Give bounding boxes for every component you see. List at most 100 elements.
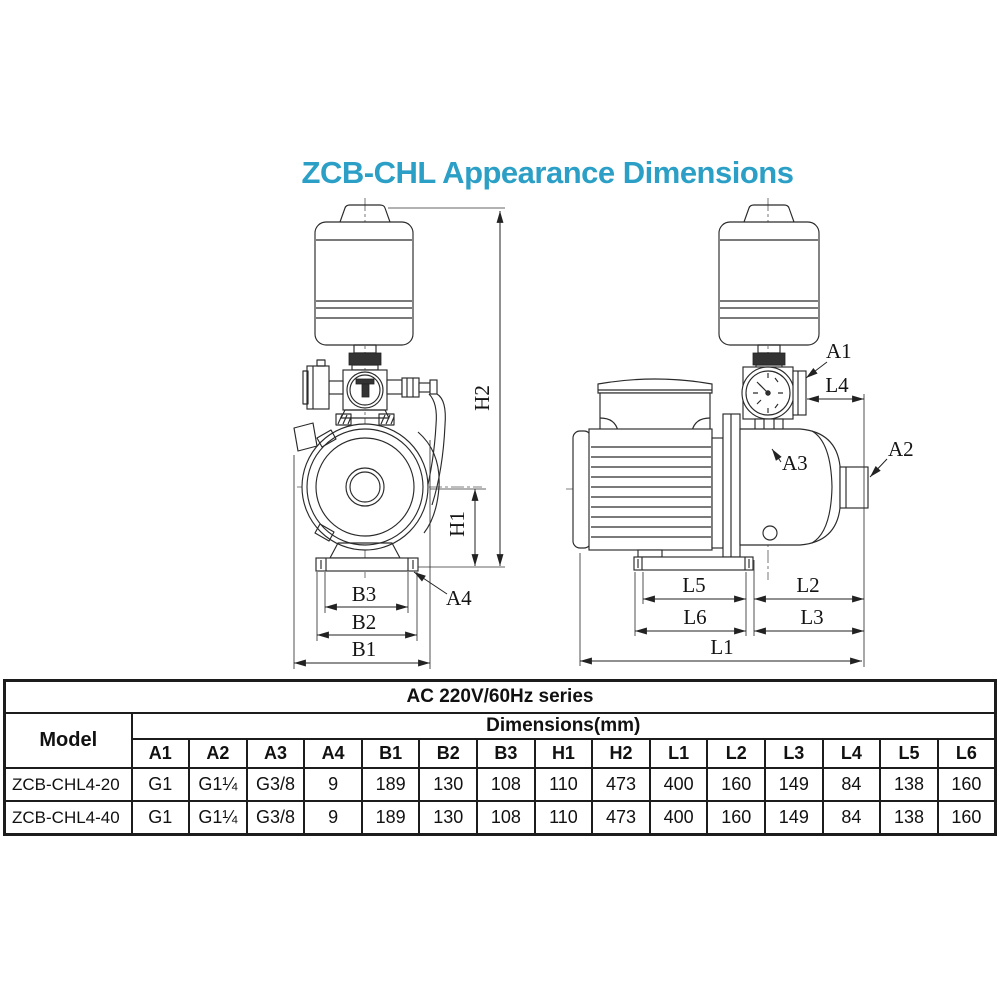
table-cell: 400 [648, 767, 709, 802]
side-view-drawing: A1 L4 A3 A2 L5 [566, 198, 914, 667]
front-view-drawing: H2 H1 B3 B2 [293, 198, 505, 669]
table-cell: 84 [821, 767, 882, 802]
table-cell: 108 [476, 767, 536, 802]
table-cell: 160 [706, 767, 767, 802]
front-pump-body [293, 422, 440, 551]
col-header: A4 [303, 738, 363, 769]
dim-label-l5: L5 [682, 573, 705, 597]
table-cell: 473 [591, 767, 651, 802]
table-cell: G3/8 [245, 767, 306, 802]
dim-l5: L5 [642, 572, 747, 636]
model-cell: ZCB-CHL4-20 [3, 767, 133, 802]
dim-label-h1: H1 [445, 511, 469, 537]
table-cell: 473 [591, 800, 651, 836]
side-tank-fitting [752, 344, 786, 371]
gauge-needle [758, 383, 769, 394]
table-cell: 400 [648, 800, 709, 836]
col-header: H1 [533, 738, 594, 769]
dim-label-b1: B1 [352, 637, 377, 661]
drain-port [762, 525, 778, 541]
dim-label-l2: L2 [796, 573, 819, 597]
dim-label-l6: L6 [683, 605, 706, 629]
col-header: L1 [648, 738, 709, 769]
dim-label-b3: B3 [352, 582, 377, 606]
dimensions-header: Dimensions(mm) [130, 712, 997, 740]
col-header: L2 [706, 738, 767, 769]
table-cell: 110 [533, 800, 594, 836]
dim-label-b2: B2 [352, 610, 377, 634]
dim-l4: L4 [807, 373, 865, 667]
col-header: A3 [245, 738, 306, 769]
table-cell: 110 [533, 767, 594, 802]
side-pressure-tank [718, 204, 820, 346]
table-cell: 9 [303, 767, 363, 802]
flange-plate [722, 413, 741, 558]
table-cell: 130 [418, 800, 479, 836]
table-cell: 149 [764, 800, 824, 836]
callout-label-a4: A4 [446, 586, 472, 610]
dim-h2: H2 [388, 207, 505, 568]
front-left-bracket [293, 422, 318, 452]
table-cell: G1 [130, 800, 191, 836]
callout-label-a1: A1 [826, 339, 852, 363]
callout-label-a3: A3 [782, 451, 808, 475]
front-pressure-tank [314, 204, 414, 346]
model-cell: ZCB-CHL4-40 [3, 800, 133, 836]
table-cell: 138 [879, 767, 939, 802]
col-header: B3 [476, 738, 536, 769]
col-header: H2 [591, 738, 651, 769]
callout-a3: A3 [771, 448, 808, 475]
table-cell: 160 [936, 800, 997, 836]
table-row: ZCB-CHL4-20 G1 G1¼ G3/8 9 189 130 108 11… [3, 767, 997, 802]
callout-a1: A1 [805, 339, 852, 379]
col-header: L3 [764, 738, 824, 769]
motor-body [572, 428, 724, 551]
page-title: ZCB-CHL Appearance Dimensions [301, 155, 794, 190]
col-header: L5 [879, 738, 939, 769]
table-cell: 189 [360, 767, 421, 802]
dim-l2: L2 [753, 560, 864, 636]
col-header: B1 [360, 738, 421, 769]
table-cell: G1¼ [188, 800, 248, 836]
front-base [315, 542, 419, 572]
callout-a2: A2 [869, 437, 914, 478]
motor-coupling [711, 437, 724, 549]
table-cell: G3/8 [245, 800, 306, 836]
motor-terminal-box [597, 378, 713, 432]
dim-label-l3: L3 [800, 605, 823, 629]
dimensions-table: AC 220V/60Hz series Model Dimensions(mm)… [3, 679, 997, 836]
front-valve-assembly [302, 359, 446, 506]
side-base [633, 549, 754, 571]
dim-l6: L6 [634, 572, 746, 636]
dim-b2: B2 [316, 572, 418, 641]
table-cell: G1 [130, 767, 191, 802]
dim-h1: H1 [430, 488, 486, 566]
table-cell: 160 [706, 800, 767, 836]
table-cell: 108 [476, 800, 536, 836]
series-header: AC 220V/60Hz series [3, 679, 997, 714]
col-header: A1 [130, 738, 191, 769]
table-cell: 160 [936, 767, 997, 802]
front-right-band [417, 431, 440, 534]
dim-label-h2: H2 [470, 385, 494, 411]
table-cell: 130 [418, 767, 479, 802]
col-header: A2 [188, 738, 248, 769]
callout-a4: A4 [413, 571, 472, 610]
appearance-dimensions-diagram: H2 H1 B3 B2 [293, 198, 914, 669]
col-header: L4 [821, 738, 882, 769]
front-pump-hub [345, 467, 385, 507]
gauge-side-flange [792, 370, 807, 416]
front-tank-fitting [348, 344, 382, 371]
table-cell: G1¼ [188, 767, 248, 802]
dim-label-l4: L4 [825, 373, 849, 397]
suction-port [839, 466, 869, 509]
dim-b1: B1 [293, 440, 431, 669]
pressure-gauge [741, 366, 807, 432]
model-header: Model [3, 712, 133, 769]
col-header: B2 [418, 738, 479, 769]
dim-label-l1: L1 [710, 635, 733, 659]
pump-head [739, 428, 869, 546]
dim-b3: B3 [324, 572, 409, 613]
column-header-row: A1 A2 A3 A4 B1 B2 B3 H1 H2 L1 L2 L3 L4 L… [5, 738, 997, 769]
